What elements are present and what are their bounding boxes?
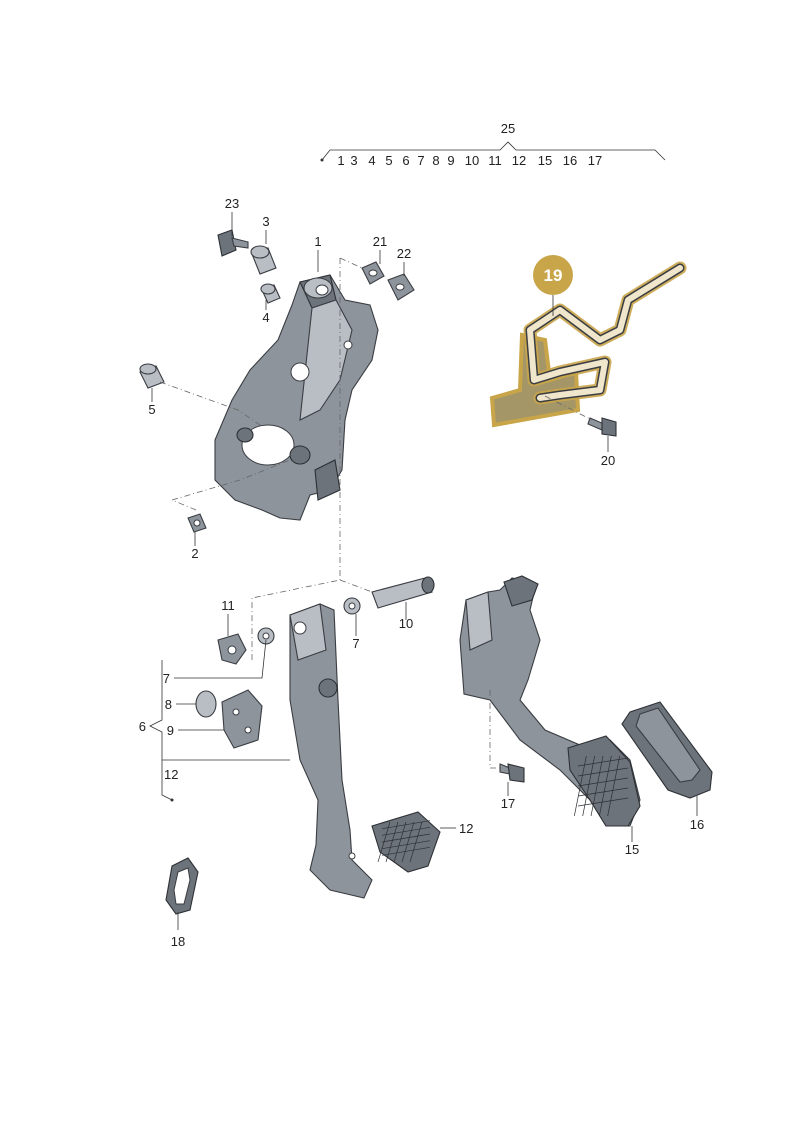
pedal-pad-part-16	[621, 701, 713, 799]
nut-part-21	[361, 261, 385, 285]
callout-20: 20	[601, 453, 615, 468]
group-member-17: 17	[588, 153, 602, 168]
group-member-4: 4	[368, 153, 375, 168]
seal-part-18	[165, 857, 199, 915]
group-member-5: 5	[385, 153, 392, 168]
switch-housing-part-9	[221, 689, 263, 749]
highlight-badge	[533, 255, 573, 295]
callout-8: 8	[165, 697, 172, 712]
callout-12-pad: 12	[459, 821, 473, 836]
callout-12-group: 12	[164, 767, 178, 782]
leader-lines	[149, 212, 698, 930]
group-member-11: 11	[488, 153, 502, 168]
callout-5: 5	[148, 402, 155, 417]
callout-labels: 23 3 1 21 22 4 5 2 20 11 7 10 7 8 6 9 12…	[139, 196, 704, 949]
nut-part-2	[187, 513, 207, 533]
cap-part-8	[195, 690, 217, 718]
callout-1: 1	[314, 234, 321, 249]
callout-11: 11	[221, 598, 235, 613]
callout-3: 3	[262, 214, 269, 229]
group-member-3: 3	[350, 153, 357, 168]
callout-15: 15	[625, 842, 639, 857]
accelerator-pedal-part-15	[459, 575, 641, 827]
guide-lines	[159, 257, 593, 769]
bushing-part-7-upper	[343, 597, 361, 615]
group-member-10: 10	[465, 153, 479, 168]
group-member-1: 1	[337, 153, 344, 168]
callout-17: 17	[501, 796, 515, 811]
callout-6: 6	[139, 719, 146, 734]
pedal-bracket-part-1	[214, 274, 379, 521]
callout-10: 10	[399, 616, 413, 631]
group-member-16: 16	[563, 153, 577, 168]
highlight-badge-number: 19	[544, 266, 563, 285]
callout-7-upper: 7	[352, 636, 359, 651]
callout-23: 23	[225, 196, 239, 211]
callout-18: 18	[171, 934, 185, 949]
bushing-part-5	[139, 363, 165, 389]
callout-9: 9	[167, 723, 174, 738]
group-member-9: 9	[447, 153, 454, 168]
group-number-25: 25	[501, 121, 515, 136]
screw-part-17	[499, 763, 525, 783]
nut-part-22	[387, 273, 415, 301]
callout-7-lower: 7	[163, 671, 170, 686]
bushing-part-4	[260, 283, 281, 304]
clutch-pedal-lever	[289, 603, 373, 899]
callout-22: 22	[397, 246, 411, 261]
pivot-axle-part-10	[371, 576, 435, 609]
group-member-7: 7	[417, 153, 424, 168]
callout-21: 21	[373, 234, 387, 249]
screw-part-20	[587, 417, 617, 437]
bushing-part-7-lower	[257, 627, 275, 645]
group-member-6: 6	[402, 153, 409, 168]
pedal-pad-part-12	[371, 811, 441, 873]
group-member-15: 15	[538, 153, 552, 168]
callout-16: 16	[690, 817, 704, 832]
bushing-part-3	[250, 245, 277, 275]
group-member-12: 12	[512, 153, 526, 168]
group-member-8: 8	[432, 153, 439, 168]
bracket-part-11	[217, 633, 247, 665]
callout-2: 2	[191, 546, 198, 561]
bolt-part-23	[217, 229, 249, 257]
wire-bracket-part-19: 19	[489, 255, 687, 428]
callout-4: 4	[262, 310, 269, 325]
